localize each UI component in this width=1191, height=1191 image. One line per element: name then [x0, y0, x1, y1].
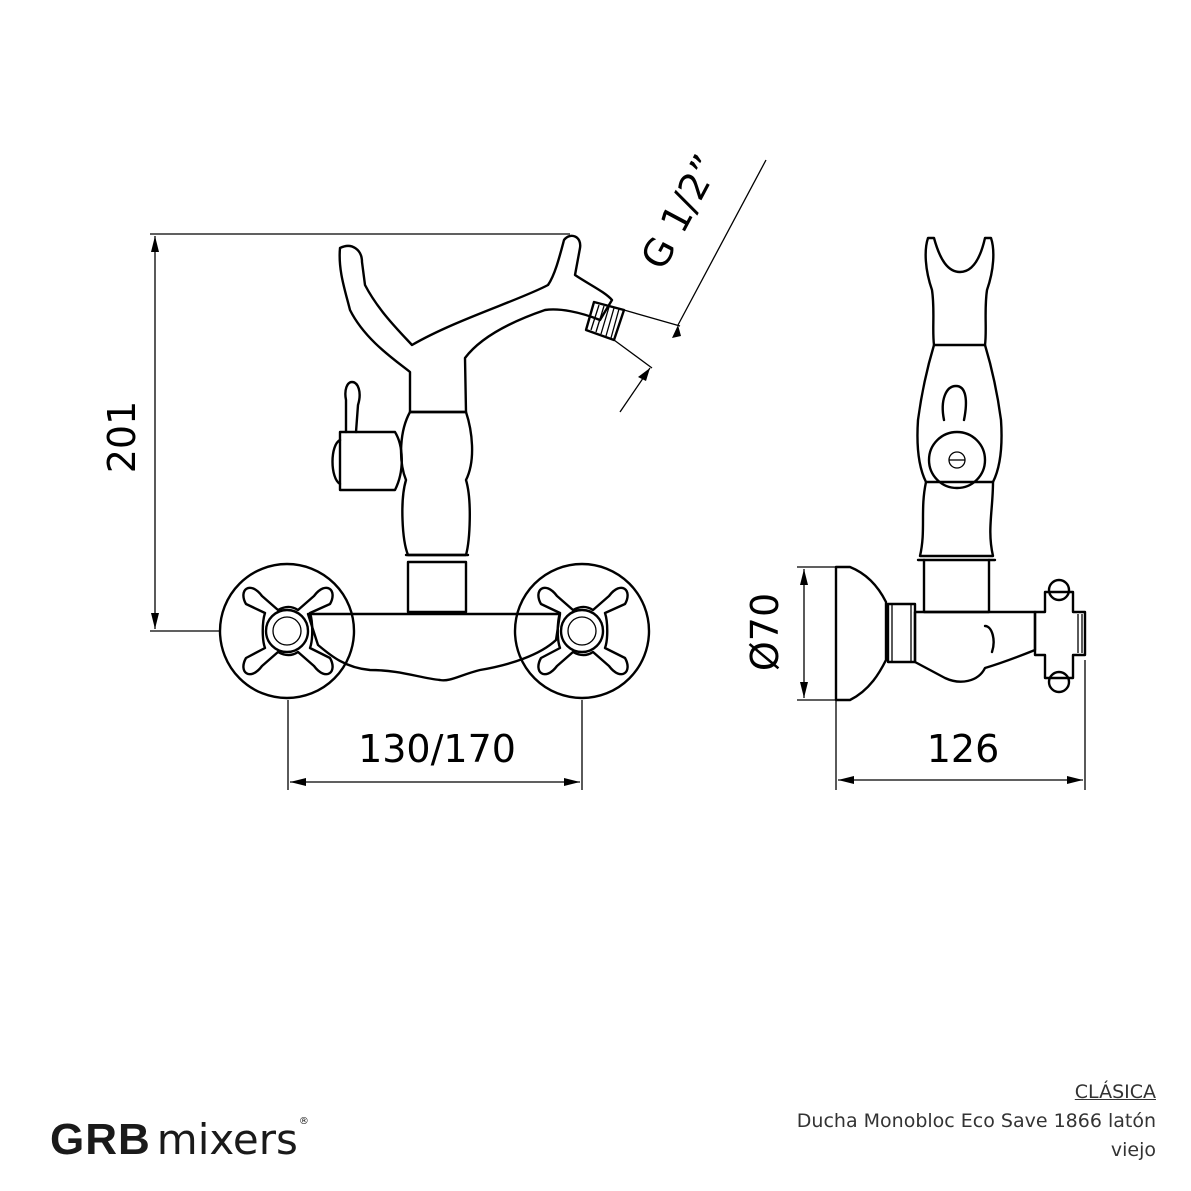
collection-name: CLÁSICA	[1074, 1081, 1156, 1103]
diverter-knob	[338, 430, 403, 492]
dim-spacing-text: 130/170	[358, 727, 516, 771]
brand-logo: GRB mixers ®	[50, 1115, 309, 1165]
side-knob	[927, 430, 987, 490]
right-handle	[513, 562, 651, 700]
wall-flange	[834, 565, 888, 702]
dim-diameter-text: Ø70	[743, 593, 787, 671]
brand-logo-bold: GRB	[50, 1115, 151, 1164]
product-name-line1: Ducha Monobloc Eco Save 1866 latón	[796, 1110, 1156, 1132]
brand-logo-light: mixers	[156, 1115, 298, 1164]
diverter-lever	[344, 380, 361, 434]
front-view	[218, 234, 651, 700]
product-name-line2: viejo	[1110, 1139, 1156, 1161]
body-column	[399, 410, 474, 557]
mixer-body	[306, 612, 562, 682]
left-handle	[218, 562, 356, 700]
side-end-handle	[1033, 590, 1087, 680]
dim-height-text: 201	[100, 401, 144, 474]
side-view	[834, 236, 1087, 702]
dim-depth-text: 126	[927, 727, 1000, 771]
product-info: CLÁSICA Ducha Monobloc Eco Save 1866 lat…	[776, 1078, 1156, 1165]
shower-holder	[338, 234, 614, 414]
side-holder	[924, 236, 995, 347]
registered-mark: ®	[298, 1116, 309, 1127]
dimension-lines	[150, 159, 1086, 790]
